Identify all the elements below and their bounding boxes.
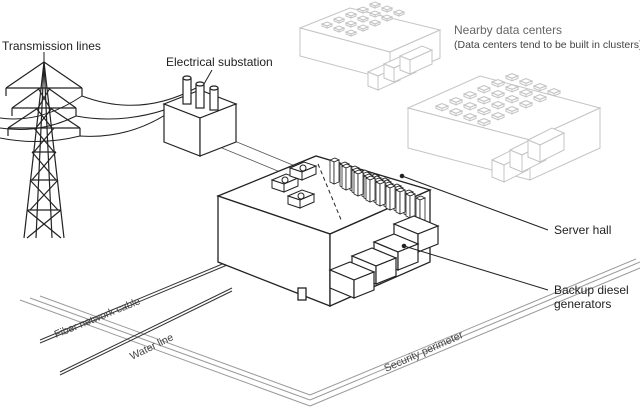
rooftop-unit <box>434 103 450 112</box>
server-rack <box>365 175 376 203</box>
rooftop-unit <box>448 108 464 117</box>
rooftop-unit <box>380 5 394 13</box>
rooftop-unit <box>490 90 506 99</box>
fiber-network-cable <box>39 259 233 344</box>
rooftop-unit <box>490 112 506 121</box>
rooftop-unit <box>476 118 492 127</box>
rooftop-unit <box>462 91 478 100</box>
label-security-perimeter: Security perimeter <box>382 329 465 375</box>
cutaway-line <box>317 163 343 223</box>
server-racks <box>329 157 426 223</box>
server-rack <box>405 191 416 219</box>
rooftop-unit <box>476 85 492 94</box>
rooftop-unit <box>344 20 358 28</box>
server-rack <box>353 169 364 197</box>
server-rack <box>341 163 352 191</box>
rooftop-unit <box>332 25 346 33</box>
server-rack <box>395 187 406 215</box>
label-server-hall: Server hall <box>554 223 611 237</box>
water-line <box>59 287 233 376</box>
server-rack <box>329 157 340 185</box>
roof-cooling-units <box>270 161 318 209</box>
rooftop-unit <box>344 11 358 19</box>
entry-door <box>297 287 307 301</box>
rooftop-unit <box>344 29 358 37</box>
transmission-tower <box>5 61 83 239</box>
electrical-substation <box>162 75 238 157</box>
label-electrical-substation: Electrical substation <box>166 55 273 69</box>
rooftop-unit <box>518 100 534 109</box>
server-rack <box>375 179 386 207</box>
label-transmission-lines: Transmission lines <box>2 39 101 53</box>
rooftop-unit <box>356 6 370 14</box>
rooftop-unit <box>332 16 346 24</box>
rooftop-unit <box>462 113 478 122</box>
rooftop-unit <box>356 24 370 32</box>
rooftop-unit <box>448 97 464 106</box>
rooftop-unit <box>380 14 394 22</box>
rooftop-unit <box>392 9 406 17</box>
label-nearby-data-centers: Nearby data centers <box>454 23 562 37</box>
rooftop-unit <box>532 94 548 103</box>
rooftop-unit <box>368 10 382 18</box>
rooftop-unit <box>490 101 506 110</box>
rooftop-unit <box>462 102 478 111</box>
rooftop-unit <box>546 88 562 97</box>
label-backup-generators-2: generators <box>554 297 611 311</box>
rooftop-unit <box>368 1 382 9</box>
rooftop-unit <box>476 107 492 116</box>
label-nearby-note: (Data centers tend to be built in cluste… <box>454 39 640 51</box>
rooftop-unit <box>518 78 534 87</box>
rooftop-unit <box>504 106 520 115</box>
backup-diesel-generators <box>328 215 440 299</box>
rooftop-unit <box>490 79 506 88</box>
label-backup-generators-1: Backup diesel <box>554 283 629 297</box>
rooftop-unit <box>504 73 520 82</box>
rooftop-unit <box>356 15 370 23</box>
rooftop-unit <box>518 89 534 98</box>
nearby-data-center-2 <box>406 73 602 183</box>
callout-lines <box>43 52 549 291</box>
rooftop-unit <box>504 95 520 104</box>
nearby-data-center-1 <box>298 1 442 91</box>
rooftop-unit <box>504 84 520 93</box>
rooftop-unit <box>532 83 548 92</box>
rooftop-unit <box>476 96 492 105</box>
security-perimeter <box>19 258 640 407</box>
rooftop-unit <box>368 19 382 27</box>
rooftop-unit <box>320 21 334 29</box>
server-rack <box>385 183 396 211</box>
